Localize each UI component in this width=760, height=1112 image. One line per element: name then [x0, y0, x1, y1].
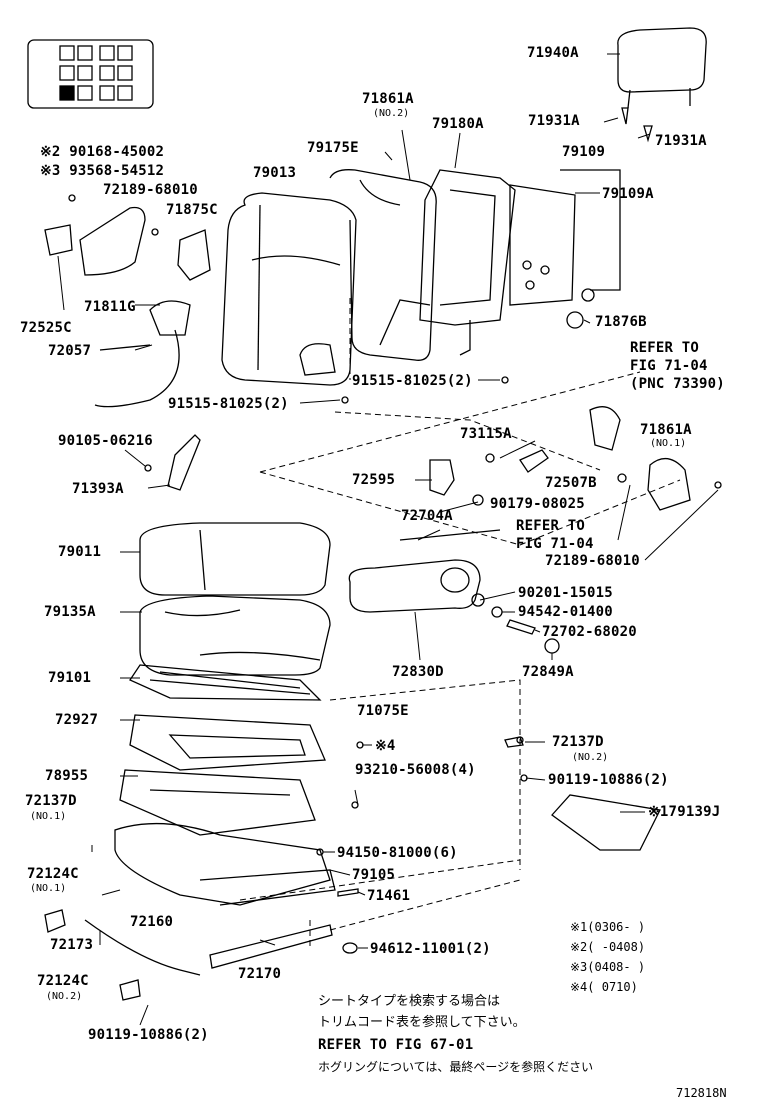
label-72927: 72927 [55, 712, 99, 728]
label-79139J: ※179139J [648, 804, 721, 820]
label-no1-mid: (NO.1) [650, 438, 687, 449]
label-79109A: 79109A [602, 186, 654, 202]
label-71931A-left: 71931A [528, 113, 580, 129]
label-71861A-no2: 71861A [362, 91, 414, 107]
note-1: ※1(0306- ) [570, 920, 646, 934]
back-board-drawing [509, 169, 621, 329]
headrest-drawing [617, 27, 707, 143]
wire-frame-drawing [129, 664, 322, 701]
label-93568-54512: ※3 93568-54512 [40, 163, 165, 179]
label-72704A: 72704A [401, 508, 453, 524]
label-71940A: 71940A [527, 45, 579, 61]
label-94542-01400: 94542-01400 [518, 604, 613, 620]
seatback-pad-drawing [329, 169, 437, 361]
label-79175E: 79175E [307, 140, 359, 156]
label-no1-a: (NO.1) [30, 883, 67, 894]
label-72137D-no2: 72137D [552, 734, 604, 750]
label-93210-56008: 93210-56008(4) [355, 762, 476, 778]
footer-jp-line2: トリムコード表を参照して下さい。 [318, 1015, 526, 1030]
label-refer-to-1: REFER TO [630, 340, 700, 356]
label-no2-top: (NO.2) [373, 108, 410, 119]
label-71861A-no1: 71861A [640, 422, 692, 438]
label-72189-68010-mid: 72189-68010 [545, 553, 640, 569]
label-no2-b: (NO.2) [46, 991, 83, 1002]
label-90168-45002: ※2 90168-45002 [40, 144, 165, 160]
label-94612-11001: 94612-11001(2) [370, 941, 491, 957]
armrest-drawing [348, 559, 481, 613]
label-72170: 72170 [238, 966, 282, 982]
cushion-pad-drawing [139, 595, 331, 676]
seatback-frame-drawing [419, 169, 516, 356]
label-79101: 79101 [48, 670, 92, 686]
label-71875C: 71875C [166, 202, 218, 218]
recliner-parts-drawing [44, 206, 211, 408]
under-frame-drawing [119, 769, 316, 836]
label-no2-right: (NO.2) [572, 752, 609, 763]
note-4: ※4( 0710) [570, 980, 638, 994]
label-72057: 72057 [48, 343, 92, 359]
label-72525C: 72525C [20, 320, 72, 336]
label-star4: ※4 [375, 738, 396, 754]
label-90179-08025: 90179-08025 [490, 496, 585, 512]
note-2: ※2( -0408) [570, 940, 646, 954]
note-3: ※3(0408- ) [570, 960, 646, 974]
label-72702-68020: 72702-68020 [542, 624, 637, 640]
label-91515-81025-left: 91515-81025(2) [168, 396, 289, 412]
label-pnc-73390: (PNC 73390) [630, 376, 725, 392]
seatback-cover-drawing [221, 192, 357, 386]
label-72173: 72173 [50, 937, 94, 953]
label-91515-81025-right: 91515-81025(2) [352, 373, 473, 389]
side-cover-drawing [589, 406, 691, 511]
label-94150-81000: 94150-81000(6) [337, 845, 458, 861]
cushion-cover-drawing [139, 522, 331, 596]
label-72124C-no1: 72124C [27, 866, 79, 882]
label-71811G: 71811G [84, 299, 136, 315]
label-71393A: 71393A [72, 481, 124, 497]
label-72507B: 72507B [545, 475, 597, 491]
label-72595: 72595 [352, 472, 396, 488]
label-78955: 78955 [45, 768, 89, 784]
label-71075E: 71075E [357, 703, 409, 719]
label-72124C-no2: 72124C [37, 973, 89, 989]
label-90119-10886-right: 90119-10886(2) [548, 772, 669, 788]
assembly-dashed-lines [239, 298, 681, 950]
label-79013: 79013 [253, 165, 297, 181]
leader-lines [57, 53, 719, 1026]
label-72849A: 72849A [522, 664, 574, 680]
label-79105: 79105 [352, 867, 396, 883]
cushion-frame-drawing [129, 714, 326, 771]
label-71876B: 71876B [595, 314, 647, 330]
label-fig-71-04-2: FIG 71-04 [516, 536, 594, 552]
label-79135A: 79135A [44, 604, 96, 620]
fasteners-drawing [68, 194, 722, 954]
label-79109: 79109 [562, 144, 606, 160]
label-refer-to-2: REFER TO [516, 518, 586, 534]
footer-jp-line1: シートタイプを検索する場合は [318, 994, 501, 1009]
diagram-code: 712818N [676, 1086, 727, 1100]
label-fig-71-04-1: FIG 71-04 [630, 358, 708, 374]
label-73115A: 73115A [460, 426, 512, 442]
label-72160: 72160 [130, 914, 174, 930]
label-72189-68010-top: 72189-68010 [103, 182, 198, 198]
label-79180A: 79180A [432, 116, 484, 132]
footer-refer-fig: REFER TO FIG 67-01 [318, 1037, 474, 1053]
label-72137D-no1: 72137D [25, 793, 77, 809]
seat-layout-thumbnail [27, 39, 154, 109]
label-90201-15015: 90201-15015 [518, 585, 613, 601]
label-90105-06216: 90105-06216 [58, 433, 153, 449]
label-71931A-right: 71931A [655, 133, 707, 149]
seat-adjuster-drawing [44, 822, 336, 1001]
label-72830D: 72830D [392, 664, 444, 680]
label-90119-10886-bottom: 90119-10886(2) [88, 1027, 209, 1043]
label-71461: 71461 [367, 888, 411, 904]
label-no1-left: (NO.1) [30, 811, 67, 822]
trim-board-drawing [551, 794, 661, 851]
footer-jp-line3: ホグリングについては、最終ページを参照ください [318, 1060, 594, 1074]
label-79011: 79011 [58, 544, 102, 560]
